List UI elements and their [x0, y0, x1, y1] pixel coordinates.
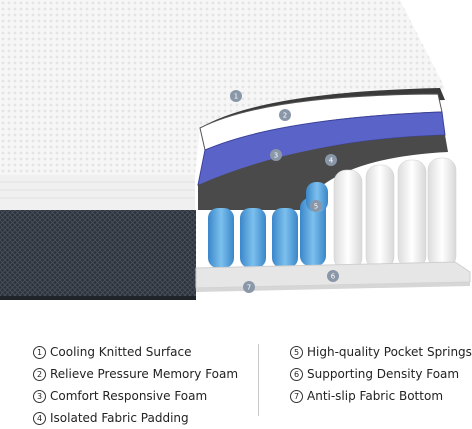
svg-text:4: 4	[329, 157, 334, 165]
legend-label: Relieve Pressure Memory Foam	[50, 367, 239, 381]
number-badges: 1 2 3 4 5 6 7	[230, 90, 339, 293]
blue-springs	[208, 182, 328, 268]
svg-text:5: 5	[314, 203, 318, 211]
legend-number: 6	[290, 368, 303, 381]
legend-label: Supporting Density Foam	[307, 367, 460, 381]
badge-2: 2	[279, 109, 291, 121]
legend-number: 4	[33, 412, 46, 425]
badge-1: 1	[230, 90, 242, 102]
svg-text:1: 1	[234, 93, 238, 101]
legend-label: High-quality Pocket Springs	[307, 345, 472, 359]
svg-text:7: 7	[247, 284, 251, 292]
legend-label: Anti-slip Fabric Bottom	[307, 389, 444, 403]
legend-number: 2	[33, 368, 46, 381]
white-springs	[333, 157, 457, 271]
legend-number: 1	[33, 346, 46, 359]
badge-4: 4	[325, 154, 337, 166]
legend-item: 6 Supporting Density Foam	[290, 363, 472, 385]
legend-item: 7 Anti-slip Fabric Bottom	[290, 385, 472, 407]
layer-cutaway	[197, 88, 448, 210]
legend-left-column: 1 Cooling Knitted Surface 2 Relieve Pressu…	[33, 341, 248, 429]
legend-label: Comfort Responsive Foam	[50, 389, 208, 403]
badge-3: 3	[270, 149, 282, 161]
legend-item: 2 Relieve Pressure Memory Foam	[33, 363, 248, 385]
legend-label: Cooling Knitted Surface	[50, 345, 192, 359]
side-panel	[0, 210, 196, 300]
svg-text:2: 2	[283, 112, 287, 120]
legend-number: 7	[290, 390, 303, 403]
legend-number: 3	[33, 390, 46, 403]
legend-number: 5	[290, 346, 303, 359]
badge-5: 5	[310, 200, 322, 212]
legend-divider	[258, 344, 259, 416]
legend-right-column: 5 High-quality Pocket Springs 6 Supporting…	[290, 341, 472, 407]
legend-item: 3 Comfort Responsive Foam	[33, 385, 248, 407]
legend-label: Isolated Fabric Padding	[50, 411, 189, 425]
badge-6: 6	[327, 270, 339, 282]
mattress-illustration: 1 2 3 4 5 6 7	[0, 0, 471, 300]
knitted-surface	[0, 0, 445, 210]
svg-text:6: 6	[331, 273, 336, 281]
badge-7: 7	[243, 281, 255, 293]
legend-item: 4 Isolated Fabric Padding	[33, 407, 248, 429]
svg-text:3: 3	[274, 152, 278, 160]
layer-legend: 1 Cooling Knitted Surface 2 Relieve Pressu…	[0, 341, 472, 429]
legend-item: 5 High-quality Pocket Springs	[290, 341, 472, 363]
legend-item: 1 Cooling Knitted Surface	[33, 341, 248, 363]
